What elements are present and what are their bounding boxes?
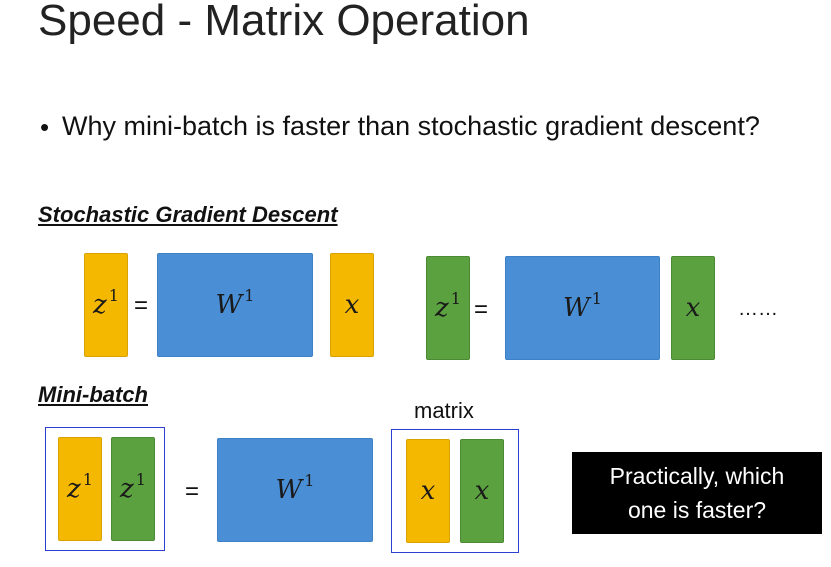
sgd-heading: Stochastic Gradient Descent: [38, 202, 338, 227]
minibatch-heading: Mini-batch: [38, 382, 148, 407]
x-batch-frame: [391, 429, 519, 553]
x-symbol: x: [344, 290, 360, 320]
minibatch-equals: =: [185, 478, 200, 505]
z-superscript: 1: [450, 288, 461, 308]
matrix-label: matrix: [414, 398, 474, 423]
x-symbol: x: [474, 476, 490, 506]
z-batch-frame: [45, 427, 165, 551]
w-superscript: 1: [304, 470, 315, 490]
w-symbol: W: [215, 290, 243, 320]
bullet-dot: •: [40, 112, 50, 142]
z-symbol: z: [435, 293, 449, 323]
x-symbol: x: [420, 476, 436, 506]
question-callout: Practically, which one is faster?: [572, 452, 822, 534]
mb-x-green-block: x: [460, 439, 504, 543]
z-symbol: z: [93, 290, 107, 320]
ellipsis: ……: [738, 298, 778, 320]
z-superscript: 1: [108, 285, 119, 305]
sgd-x-green-block: x: [671, 256, 715, 360]
z-symbol: z: [120, 474, 134, 504]
w-symbol: W: [563, 293, 590, 323]
w-symbol: W: [275, 475, 303, 505]
w-superscript: 1: [591, 288, 602, 308]
slide-title: Speed - Matrix Operation: [38, 0, 530, 45]
sgd-x-yellow-block: x: [330, 253, 374, 357]
mb-x-yellow-block: x: [406, 439, 450, 543]
x-symbol: x: [685, 293, 701, 323]
z-superscript: 1: [135, 469, 146, 489]
bullet-question: Why mini-batch is faster than stochastic…: [62, 111, 760, 141]
sgd-equals-2: =: [474, 296, 489, 323]
callout-line-2: one is faster?: [627, 497, 767, 523]
z-symbol: z: [67, 474, 81, 504]
sgd-equals-1: =: [134, 292, 149, 319]
z-superscript: 1: [82, 469, 93, 489]
w-superscript: 1: [244, 285, 255, 305]
callout-line-1: Practically, which: [609, 463, 785, 489]
